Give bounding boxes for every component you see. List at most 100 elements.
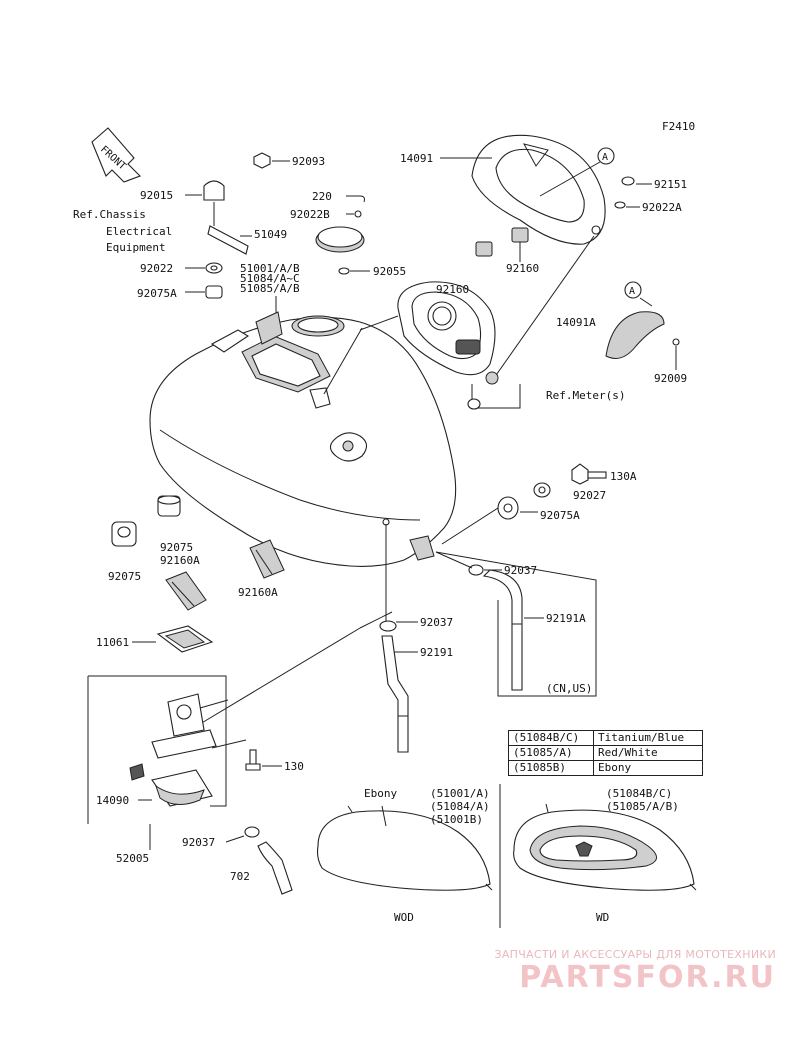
color-table-code: (51085/A) [508, 745, 594, 761]
meter-assembly [397, 281, 499, 385]
pin-220 [346, 195, 365, 203]
label-cn-us: (CN,US) [546, 682, 592, 695]
bolt-130A [571, 463, 607, 485]
hose-92191 [381, 635, 418, 753]
svg-text:A: A [629, 286, 635, 297]
label-92075-mid: 92075 [160, 541, 193, 554]
label-wd-codes-2: (51085/A/B) [606, 800, 679, 813]
label-51049: 51049 [254, 228, 287, 241]
label-wod-codes-1: (51001/A) [430, 787, 490, 800]
color-table-color: Ebony [593, 760, 703, 776]
bracket-51049 [207, 202, 252, 255]
hose-92191A [482, 569, 544, 691]
label-220: 220 [312, 190, 332, 203]
color-table-row: (51085/A)Red/White [508, 745, 703, 761]
label-92015: 92015 [140, 189, 173, 202]
meter-cover-14091 [440, 134, 606, 245]
svg-text:A: A [602, 152, 608, 163]
clamp-92037-low [225, 826, 260, 843]
side-cover-14091A [605, 297, 680, 370]
clamp-92037-center [379, 620, 418, 632]
label-92037-center: 92037 [420, 616, 453, 629]
label-92022: 92022 [140, 262, 173, 275]
damper-92075A-left [185, 285, 223, 299]
label-130: 130 [284, 760, 304, 773]
ref-chassis-line1: Ref.Chassis [73, 208, 146, 221]
fuel-cup-14090 [129, 763, 213, 807]
label-92160A-low: 92160A [238, 586, 278, 599]
label-92075-left: 92075 [108, 570, 141, 583]
gasket-11061 [132, 625, 214, 653]
label-92037-right: 92037 [504, 564, 537, 577]
label-92027: 92027 [573, 489, 606, 502]
label-14091A: 14091A [556, 316, 596, 329]
collar-92027 [533, 482, 551, 498]
label-92160-right: 92160 [506, 262, 539, 275]
label-wod-codes-3: (51001B) [430, 813, 483, 826]
watermark-tagline: ЗАПЧАСТИ И АКСЕССУАРЫ ДЛЯ МОТОТЕХНИКИ [494, 948, 776, 961]
label-92160A-mid: 92160A [160, 554, 200, 567]
hose-702 [257, 841, 293, 895]
label-92160-center: 92160 [436, 283, 469, 296]
filler-cap [315, 226, 365, 253]
label-702: 702 [230, 870, 250, 883]
label-92151: 92151 [654, 178, 687, 191]
washer-92022A [614, 201, 640, 209]
fuel-cock-body [151, 693, 247, 759]
label-51001: 51001/A/B [240, 262, 300, 275]
color-table-code: (51085B) [508, 760, 594, 776]
label-92009: 92009 [654, 372, 687, 385]
label-wd: WD [596, 911, 609, 924]
label-92055: 92055 [373, 265, 406, 278]
damper-92075A-right [497, 496, 538, 520]
ref-chassis-line2: Electrical [106, 225, 172, 238]
label-92075A-right: 92075A [540, 509, 580, 522]
screw-92151 [621, 176, 652, 186]
label-92191A: 92191A [546, 612, 586, 625]
ref-meter-bracket [467, 384, 521, 410]
label-52005: 52005 [116, 852, 149, 865]
watermark: ЗАПЧАСТИ И АКСЕССУАРЫ ДЛЯ МОТОТЕХНИКИ PA… [494, 948, 776, 995]
label-14090: 14090 [96, 794, 129, 807]
label-92037-low: 92037 [182, 836, 215, 849]
washer-92022 [185, 262, 223, 274]
tank-side-wd [513, 803, 697, 891]
label-wd-codes-1: (51084B/C) [606, 787, 672, 800]
label-51085: 51085/A/B [240, 282, 300, 295]
label-92022A: 92022A [642, 201, 682, 214]
label-wod: WOD [394, 911, 414, 924]
cushion-92160A-mid [165, 571, 207, 611]
label-ref-meter: Ref.Meter(s) [546, 389, 625, 402]
label-ebony: Ebony [364, 787, 397, 800]
label-wod-codes-2: (51084/A) [430, 800, 490, 813]
watermark-logo: PARTSFOR.RU [519, 960, 776, 995]
label-92191: 92191 [420, 646, 453, 659]
label-130A: 130A [610, 470, 637, 483]
figure-code: F2410 [662, 120, 695, 133]
cushion-92160A-low [249, 539, 285, 579]
color-table-color: Titanium/Blue [593, 730, 703, 746]
color-table-color: Red/White [593, 745, 703, 761]
cap-nut-92015 [185, 180, 225, 201]
washer-92022B [346, 210, 362, 218]
ref-chassis-line3: Equipment [106, 241, 166, 254]
label-11061: 11061 [96, 636, 129, 649]
damper-92075-left [111, 521, 137, 547]
nut-92093 [253, 152, 290, 169]
fuel-tank [149, 311, 457, 567]
color-table-row: (51085B)Ebony [508, 760, 703, 776]
paint-color-table: (51084B/C)Titanium/Blue(51085/A)Red/Whit… [508, 730, 703, 776]
bolt-130 [245, 749, 282, 771]
reference-circle-a-top: A [539, 147, 615, 197]
tank-side-wod [316, 805, 493, 891]
reference-circle-a-side: A [624, 281, 642, 299]
color-table-row: (51084B/C)Titanium/Blue [508, 730, 703, 746]
damper-92075-mid [157, 495, 181, 517]
label-92093: 92093 [292, 155, 325, 168]
grommet-92160-top [475, 227, 529, 262]
oring-92055 [338, 267, 370, 275]
color-table-code: (51084B/C) [508, 730, 594, 746]
label-92022B: 92022B [290, 208, 330, 221]
front-arrow-icon: FRONT [91, 127, 141, 183]
